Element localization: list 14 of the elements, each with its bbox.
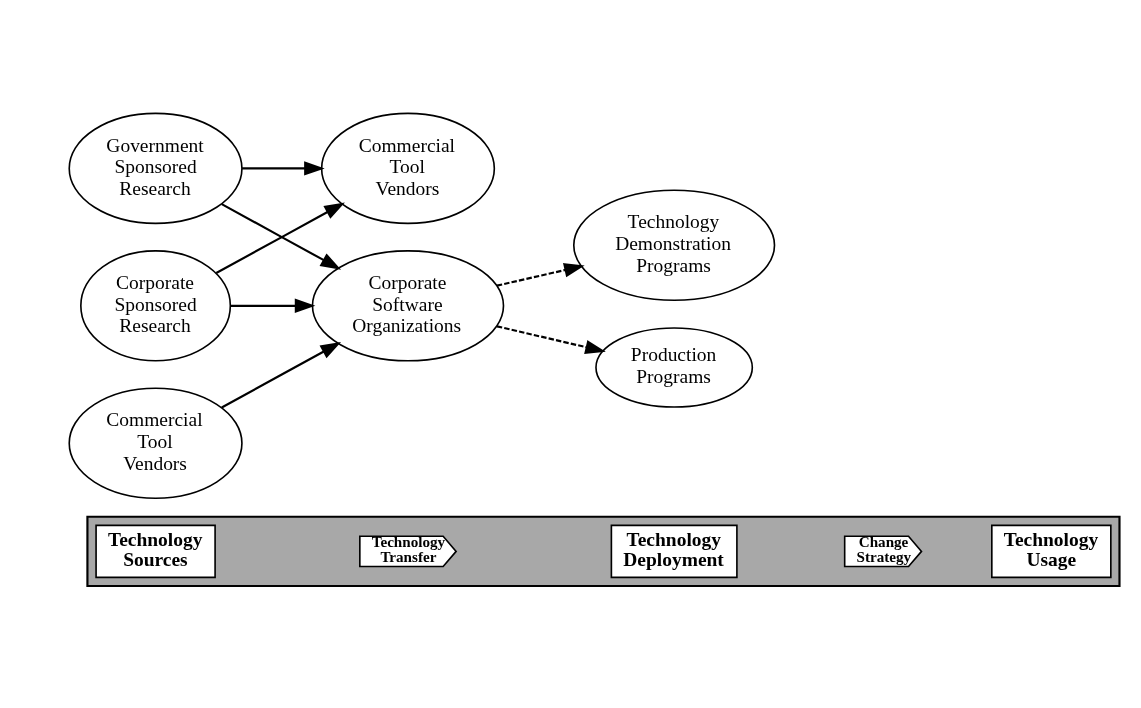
node-ellipse: Corporate Sponsored Research [80,250,232,362]
node-box: Technology Sources [95,524,216,579]
node-ellipse: Technology Demonstration Programs [573,189,776,301]
arrow [221,341,342,409]
node-box: Technology Usage [991,524,1112,579]
cluster [86,515,1121,588]
arrow [496,325,606,355]
arrow [230,298,316,313]
arrow [496,263,585,287]
node-ellipse: Government Sponsored Research [68,112,243,225]
node-ellipse: Commercial Tool Vendors [68,387,243,499]
arrow [242,161,325,176]
node-ellipse: Production Programs [595,327,754,408]
node-box: Technology Deployment [610,524,738,579]
